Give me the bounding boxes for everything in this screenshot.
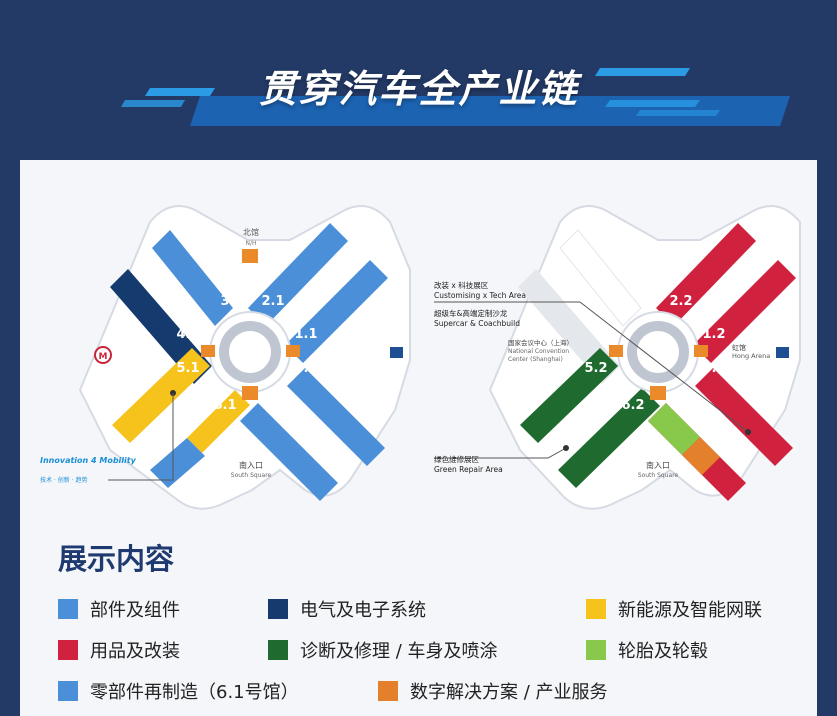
legend-swatch: [586, 599, 606, 619]
right-venue-map: 2.2 1.2 8.2 5.2 6.2 7.2 改装 x 科技展区 Custom…: [434, 205, 801, 510]
legend-item: 电气及电子系统: [268, 596, 426, 622]
legend-item: 数字解决方案 / 产业服务: [378, 678, 608, 704]
hall-5-2-block[interactable]: [520, 348, 618, 443]
exit-icon: [776, 347, 789, 358]
legend-label: 轮胎及轮毂: [618, 641, 708, 662]
center-label-cn: 国家会议中心（上海）: [508, 338, 573, 347]
hall-label: 3: [220, 294, 229, 309]
hall-label: 4.1: [176, 327, 199, 342]
south-entrance-label-en: South Square: [638, 472, 679, 479]
callout-super-cn: 超级车&高端定制沙龙: [434, 308, 508, 318]
header-stripes: [0, 0, 837, 160]
callout-line: [108, 393, 174, 481]
hall-label: 7.2: [669, 398, 692, 413]
hall-6-1-yellow-block[interactable]: [187, 390, 250, 453]
hall-8-2-block[interactable]: [695, 368, 793, 466]
legend-swatch: [268, 599, 288, 619]
hall-7-1-block[interactable]: [240, 403, 338, 501]
hall-label: 6.1: [213, 398, 236, 413]
callout-tech-en: Customising x Tech Area: [434, 291, 526, 300]
hall-8-1-block[interactable]: [287, 368, 385, 466]
exit-icon: [390, 347, 403, 358]
innovation-title: Innovation 4 Mobility: [40, 456, 137, 465]
hong-arena-label-cn: 虹馆: [732, 343, 746, 352]
green-repair-label-en: Green Repair Area: [434, 465, 503, 474]
legend-item: 部件及组件: [58, 596, 180, 622]
center-label-en1: National Convention: [508, 348, 569, 355]
callout-line: [579, 301, 749, 433]
legend-item: 诊断及修理 / 车身及喷涂: [268, 637, 498, 663]
hall-1-1-block[interactable]: [285, 260, 388, 363]
south-entrance-label: 南入口: [239, 460, 263, 470]
left-venue-map: 3 2.1 4.1 1.1 5.1 8.1 6.1 7.1 北馆 N/H 南入口…: [40, 205, 411, 510]
center-label-en2: Center (Shanghai): [508, 356, 563, 363]
legend-swatch: [58, 640, 78, 660]
legend-swatch: [586, 640, 606, 660]
hall-label: 7.1: [261, 398, 284, 413]
metro-icon-glyph: M: [99, 352, 108, 362]
legend-label: 零部件再制造（6.1号馆）: [90, 682, 299, 703]
hall-label: 8.2: [702, 361, 725, 376]
hall-3-2-empty-block: [559, 229, 642, 327]
entrance-icon: [286, 345, 300, 357]
legend-label: 新能源及智能网联: [618, 600, 762, 621]
legend-title: 展示内容: [58, 542, 175, 576]
right-center-ring: [627, 321, 689, 383]
hall-3-block[interactable]: [152, 230, 233, 326]
south-entrance-label-en: South Square: [231, 472, 272, 479]
hall-label: 5.1: [176, 361, 199, 376]
venue-maps: 3 2.1 4.1 1.1 5.1 8.1 6.1 7.1 北馆 N/H 南入口…: [40, 205, 801, 510]
hall-7-2-orange-block[interactable]: [682, 437, 720, 475]
legend-item: 用品及改装: [58, 637, 180, 663]
hall-2-1-block[interactable]: [248, 223, 348, 326]
legend-label: 电气及电子系统: [300, 600, 426, 621]
callout-dot: [745, 429, 751, 435]
legend-label: 数字解决方案 / 产业服务: [410, 682, 608, 703]
hall-1-2-block[interactable]: [693, 260, 796, 363]
hall-label: 5.2: [584, 361, 607, 376]
green-repair-label-cn: 绿色维修展区: [434, 454, 479, 464]
legend-swatch: [268, 640, 288, 660]
content-panel: 3 2.1 4.1 1.1 5.1 8.1 6.1 7.1 北馆 N/H 南入口…: [20, 160, 817, 716]
hall-label: 1.2: [702, 327, 725, 342]
south-entrance-label: 南入口: [646, 460, 670, 470]
hall-6-2-block[interactable]: [558, 388, 660, 488]
entrance-icon: [694, 345, 708, 357]
callout-line: [434, 447, 567, 459]
legend-swatch: [58, 599, 78, 619]
hall-2-2-block[interactable]: [656, 223, 756, 326]
legend-item: 零部件再制造（6.1号馆）: [58, 678, 299, 704]
hall-label: 2.1: [261, 294, 284, 309]
entrance-icon: [242, 386, 258, 400]
callout-dot: [563, 445, 569, 451]
entrance-icon: [242, 249, 258, 263]
hall-7-2-lightgreen-block[interactable]: [648, 403, 700, 455]
north-hall-label: 北馆: [243, 227, 259, 237]
left-center-ring: [219, 321, 281, 383]
hall-6-1-blue-block[interactable]: [150, 438, 205, 488]
hall-label: 8.1: [294, 361, 317, 376]
legend-swatch: [378, 681, 398, 701]
hall-label: 6.2: [621, 398, 644, 413]
innovation-subtitle: 技术 · 创新 · 趋势: [40, 476, 87, 484]
entrance-icon: [650, 386, 666, 400]
callout-tech-cn: 改装 x 科技展区: [434, 280, 489, 290]
metro-icon: [94, 346, 112, 364]
entrance-icon: [201, 345, 215, 357]
callout-super-en: Supercar & Coachbuild: [434, 319, 520, 328]
page-title: 贯穿汽车全产业链: [258, 67, 579, 111]
hall-label: 1.1: [294, 327, 317, 342]
hall-label: 2.2: [669, 294, 692, 309]
legend-label: 诊断及修理 / 车身及喷涂: [300, 641, 498, 662]
legend-item: 轮胎及轮毂: [586, 637, 708, 663]
legend-label: 部件及组件: [90, 600, 180, 621]
legend-item: 新能源及智能网联: [586, 596, 762, 622]
hall-5-1-block[interactable]: [112, 348, 210, 443]
hong-arena-label-en: Hong Arena: [732, 352, 770, 360]
entrance-icon: [609, 345, 623, 357]
header-banner: 贯穿汽车全产业链: [0, 0, 837, 160]
north-hall-label-en: N/H: [245, 240, 256, 247]
legend-swatch: [58, 681, 78, 701]
legend-label: 用品及改装: [90, 641, 180, 662]
